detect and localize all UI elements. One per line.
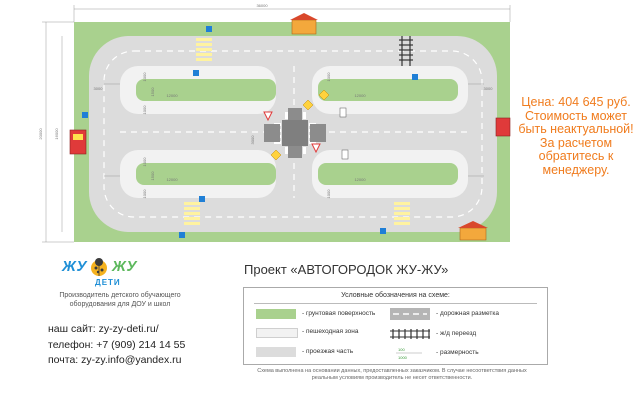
crossroad-block-top xyxy=(288,108,302,120)
building-top-icon xyxy=(290,13,318,35)
gas-station-right-icon xyxy=(495,117,511,137)
legend-swatch-grass xyxy=(256,309,296,319)
dim-1000-e: 1000 xyxy=(326,72,331,82)
price-line-6: менеджеру. xyxy=(542,162,610,177)
crossroad-center xyxy=(282,120,308,146)
dim-overall-length: 36000 xyxy=(256,3,268,8)
contact-phone[interactable]: телефон: +7 (909) 214 14 55 xyxy=(48,338,186,351)
building-bottom-icon xyxy=(458,221,488,241)
island-grass-bottom-left xyxy=(136,163,276,185)
project-title: Проект «АВТОГОРОДОК ЖУ-ЖУ» xyxy=(244,262,449,277)
dim-cross-width: 3000 xyxy=(250,135,255,145)
brand-logo: ЖУ ЖУ ДЕТИ xyxy=(60,254,180,294)
legend-label-road: - проезжая часть xyxy=(302,348,354,355)
crossroad-block-bottom xyxy=(288,146,302,158)
dim-1000-a: 1000 xyxy=(142,72,147,82)
dim-lane-left: 3000 xyxy=(94,86,104,91)
brand-sub: ДЕТИ xyxy=(95,278,121,287)
zebra-bottom-left xyxy=(184,202,200,225)
legend-swatch-pedestrian xyxy=(256,328,298,338)
legend-title: Условные обозначения на схеме: xyxy=(244,292,547,304)
dim-1000-d: 1000 xyxy=(142,189,147,199)
brand-word-left: ЖУ xyxy=(62,258,88,275)
dim-inner-width: 16000 xyxy=(54,128,59,140)
island-grass-top-right xyxy=(318,79,458,101)
legend-label-marking: - дорожная разметка xyxy=(436,310,499,317)
legend-label-rail: - ж/д переезд xyxy=(436,330,477,337)
lane-markings xyxy=(103,50,483,218)
railroad-crossing-icon xyxy=(399,36,413,66)
contact-email-link[interactable]: почта: zy-zy.info@yandex.ru xyxy=(48,354,182,366)
legend-dimension-sample-bottom: 1000 xyxy=(398,355,408,360)
price-line-5: обратитесь к xyxy=(538,149,614,163)
legend-marking-icon xyxy=(390,308,430,320)
site-plan: 36000 20000 16000 3000 3000 12000 12000 … xyxy=(38,3,511,243)
dim-1000-b: 1000 xyxy=(142,105,147,115)
price-line-1: Цена: 404 645 руб. xyxy=(521,95,631,109)
dimension-lines xyxy=(42,5,511,243)
legend-dimension-icon: 100 1000 xyxy=(396,347,422,360)
note-line-1: Схема выполнена на основании данных, пре… xyxy=(257,368,527,374)
zebra-bottom-right xyxy=(394,202,410,225)
tagline-line-2: оборудования для ДОУ и школ xyxy=(69,300,171,308)
legend-box: Условные обозначения на схеме: - грунтов… xyxy=(243,287,548,365)
legend-swatch-road xyxy=(256,347,296,357)
legend-dimension-sample-top: 100 xyxy=(398,347,405,352)
note-line-2: реальным условиям производитель не несет… xyxy=(311,375,473,381)
price-line-2: Стоимость может xyxy=(524,108,628,123)
disclaimer-note: Схема выполнена на основании данных, пре… xyxy=(252,368,532,382)
dim-1500-a: 1500 xyxy=(150,87,155,97)
road-signs xyxy=(82,26,418,238)
island-grass-bottom-right xyxy=(318,163,458,185)
price-line-4: За расчетом xyxy=(539,135,613,150)
gas-station-left-icon xyxy=(69,129,87,155)
zebra-top xyxy=(196,38,212,61)
dim-island-bottom-left: 12000 xyxy=(166,177,178,182)
island-grass-top-left xyxy=(136,79,276,101)
dim-1000-f: 1000 xyxy=(326,189,331,199)
company-tagline: Производитель детского обучающего оборуд… xyxy=(30,292,210,309)
dim-1500-b: 1500 xyxy=(150,171,155,181)
price-note: Цена: 404 645 руб. Стоимость может быть … xyxy=(512,95,640,177)
legend-rail-icon xyxy=(390,329,430,339)
ladybug-icon xyxy=(91,258,107,276)
dim-1000-c: 1000 xyxy=(142,157,147,167)
legend-label-grass: - грунтовая поверхность xyxy=(302,310,376,317)
crossroad-block-right xyxy=(310,124,326,142)
dim-island-top-left: 12000 xyxy=(166,93,178,98)
dim-overall-width: 20000 xyxy=(38,128,43,140)
contact-site-link[interactable]: наш сайт: zy-zy-deti.ru/ xyxy=(48,323,159,335)
price-line-3: быть неактуальной! xyxy=(518,122,634,136)
dim-island-top-right: 12000 xyxy=(354,93,366,98)
dim-lane-right: 3000 xyxy=(484,86,494,91)
dim-island-bottom-right: 12000 xyxy=(354,177,366,182)
legend-label-dimension: - размерность xyxy=(436,349,479,356)
crossroad-block-left xyxy=(264,124,280,142)
tagline-line-1: Производитель детского обучающего xyxy=(59,292,181,299)
brand-word-right: ЖУ xyxy=(112,258,138,275)
contacts-block: наш сайт: zy-zy-deti.ru/ телефон: +7 (90… xyxy=(48,322,185,369)
legend-label-pedestrian: - пешеходная зона xyxy=(302,328,359,335)
